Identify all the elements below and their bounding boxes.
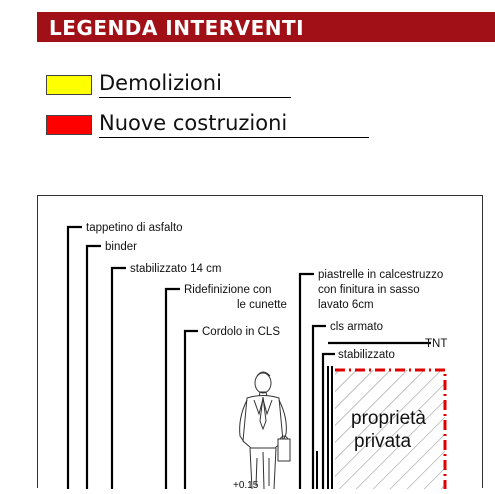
yellow-swatch-icon xyxy=(46,75,92,95)
label-cls-armato: cls armato xyxy=(330,321,383,333)
leader-line xyxy=(110,266,126,490)
label-cunette: le cunette xyxy=(237,299,287,311)
label-cordolo: Cordolo in CLS xyxy=(202,326,280,338)
property-boundary-line xyxy=(335,368,447,490)
leader-line xyxy=(311,324,326,490)
leader-line xyxy=(66,225,82,490)
label-tappetino: tappetino di asfalto xyxy=(86,222,183,234)
label-lavato: lavato 6cm xyxy=(318,299,374,311)
leader-line xyxy=(321,352,335,490)
layer-lines xyxy=(316,366,333,490)
label-piastrelle: piastrelle in calcestruzzo xyxy=(318,269,443,281)
road-section-drawing: proprietà privata tappetino di asfalto b… xyxy=(37,195,483,491)
label-binder: binder xyxy=(105,241,137,253)
legend-label-demolizioni: Demolizioni xyxy=(99,71,222,95)
section-svg: proprietà privata tappetino di asfalto b… xyxy=(66,222,447,491)
label-stabilizzato-14: stabilizzato 14 cm xyxy=(130,263,221,275)
label-ridefinizione: Ridefinizione con xyxy=(184,284,272,296)
label-stabilizzato: stabilizzato xyxy=(338,349,395,361)
leader-lines xyxy=(66,225,431,490)
legend-label-nuove-costruzioni: Nuove costruzioni xyxy=(99,111,288,135)
label-finitura: con finitura in sasso xyxy=(318,284,420,296)
leader-line xyxy=(183,329,198,490)
legend-underline xyxy=(99,97,291,98)
leader-line xyxy=(164,287,180,490)
elevation-label: +0.15 xyxy=(233,480,259,489)
red-swatch-icon xyxy=(46,115,92,135)
private-property-area xyxy=(335,370,445,490)
legend-underline xyxy=(99,137,369,138)
label-tnt: TNT xyxy=(425,338,447,350)
person-figure-icon xyxy=(239,371,291,490)
legend-title: LEGENDA INTERVENTI xyxy=(49,16,305,40)
legend-banner: LEGENDA INTERVENTI xyxy=(37,12,495,42)
private-area-label: proprietà xyxy=(351,408,426,429)
leader-line xyxy=(85,244,101,490)
leader-line xyxy=(298,272,314,490)
private-area-label: privata xyxy=(354,431,411,452)
